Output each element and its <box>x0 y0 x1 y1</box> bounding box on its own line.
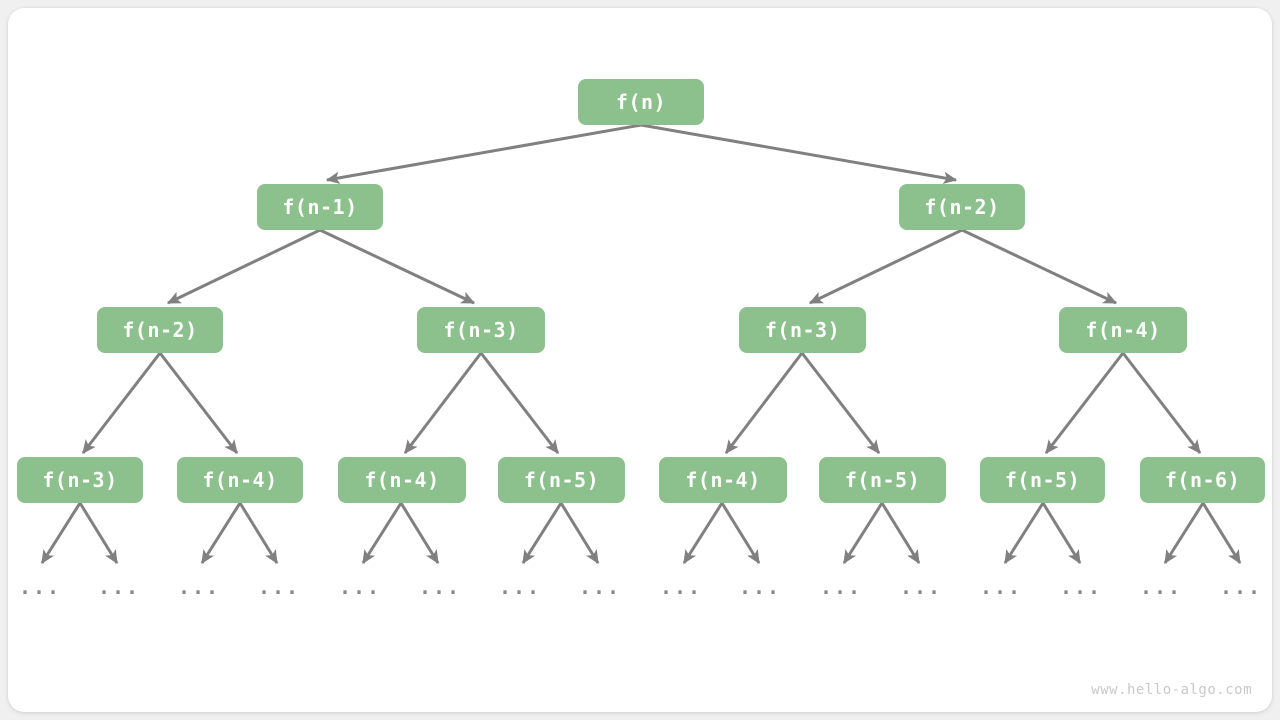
tree-node-n11[interactable]: f(n-4) <box>659 457 787 503</box>
tree-node-n2[interactable]: f(n-2) <box>899 184 1025 230</box>
tree-edge <box>961 228 1118 305</box>
tree-edge <box>361 502 403 565</box>
tree-edge <box>40 502 82 565</box>
tree-edge <box>403 352 483 454</box>
tree-edge <box>81 352 162 454</box>
ellipsis-e10: ... <box>738 575 782 599</box>
ellipsis-e7: ... <box>498 575 542 599</box>
tree-edge <box>720 502 761 565</box>
tree-node-n5[interactable]: f(n-3) <box>739 307 866 353</box>
ellipsis-e8: ... <box>578 575 622 599</box>
tree-edge <box>399 502 440 565</box>
tree-node-n8[interactable]: f(n-4) <box>177 457 303 503</box>
tree-node-n13[interactable]: f(n-5) <box>980 457 1105 503</box>
ellipsis-e16: ... <box>1219 575 1263 599</box>
tree-edge <box>479 352 560 454</box>
tree-node-n10[interactable]: f(n-5) <box>498 457 625 503</box>
ellipsis-e11: ... <box>819 575 863 599</box>
ellipsis-e1: ... <box>18 575 62 599</box>
tree-edge <box>880 502 921 565</box>
tree-node-n14[interactable]: f(n-6) <box>1140 457 1265 503</box>
tree-node-n1[interactable]: f(n-1) <box>257 184 383 230</box>
diagram-card: f(n) f(n-1) f(n-2) f(n-2) f(n-3) f(n-3) f(n-4)… <box>8 8 1272 712</box>
tree-edge <box>200 502 242 565</box>
tree-edge <box>559 502 600 565</box>
tree-edge <box>1003 502 1045 565</box>
tree-edge <box>842 502 884 565</box>
tree-node-n3[interactable]: f(n-2) <box>97 307 223 353</box>
tree-edge <box>158 352 239 454</box>
tree-edge <box>1163 502 1205 565</box>
tree-edge <box>521 502 563 565</box>
tree-node-n12[interactable]: f(n-5) <box>819 457 946 503</box>
ellipsis-e2: ... <box>97 575 141 599</box>
ellipsis-e13: ... <box>979 575 1023 599</box>
tree-node-n0[interactable]: f(n) <box>578 79 704 125</box>
tree-edge <box>325 123 642 185</box>
tree-node-n9[interactable]: f(n-4) <box>338 457 466 503</box>
tree-edge <box>640 123 958 185</box>
ellipsis-e6: ... <box>418 575 462 599</box>
tree-edge <box>1201 502 1242 565</box>
tree-node-n6[interactable]: f(n-4) <box>1059 307 1187 353</box>
tree-edge <box>1044 352 1125 454</box>
tree-edge <box>682 502 724 565</box>
tree-node-n7[interactable]: f(n-3) <box>17 457 143 503</box>
tree-node-n4[interactable]: f(n-3) <box>417 307 545 353</box>
ellipsis-e15: ... <box>1139 575 1183 599</box>
tree-edge <box>166 228 321 305</box>
tree-edge <box>1041 502 1082 565</box>
ellipsis-e3: ... <box>177 575 221 599</box>
tree-edge <box>724 352 804 454</box>
ellipsis-e14: ... <box>1059 575 1103 599</box>
tree-edge <box>808 228 963 305</box>
tree-edge <box>78 502 119 565</box>
tree-edge <box>800 352 881 454</box>
ellipsis-e5: ... <box>338 575 382 599</box>
diagram-stage: f(n) f(n-1) f(n-2) f(n-2) f(n-3) f(n-3) f(n-4)… <box>8 8 1272 712</box>
tree-edge <box>319 228 476 305</box>
watermark-label: www.hello-algo.com <box>1091 682 1252 698</box>
tree-edge <box>1121 352 1202 454</box>
ellipsis-e4: ... <box>257 575 301 599</box>
ellipsis-e12: ... <box>899 575 943 599</box>
tree-edge <box>238 502 279 565</box>
ellipsis-e9: ... <box>659 575 703 599</box>
